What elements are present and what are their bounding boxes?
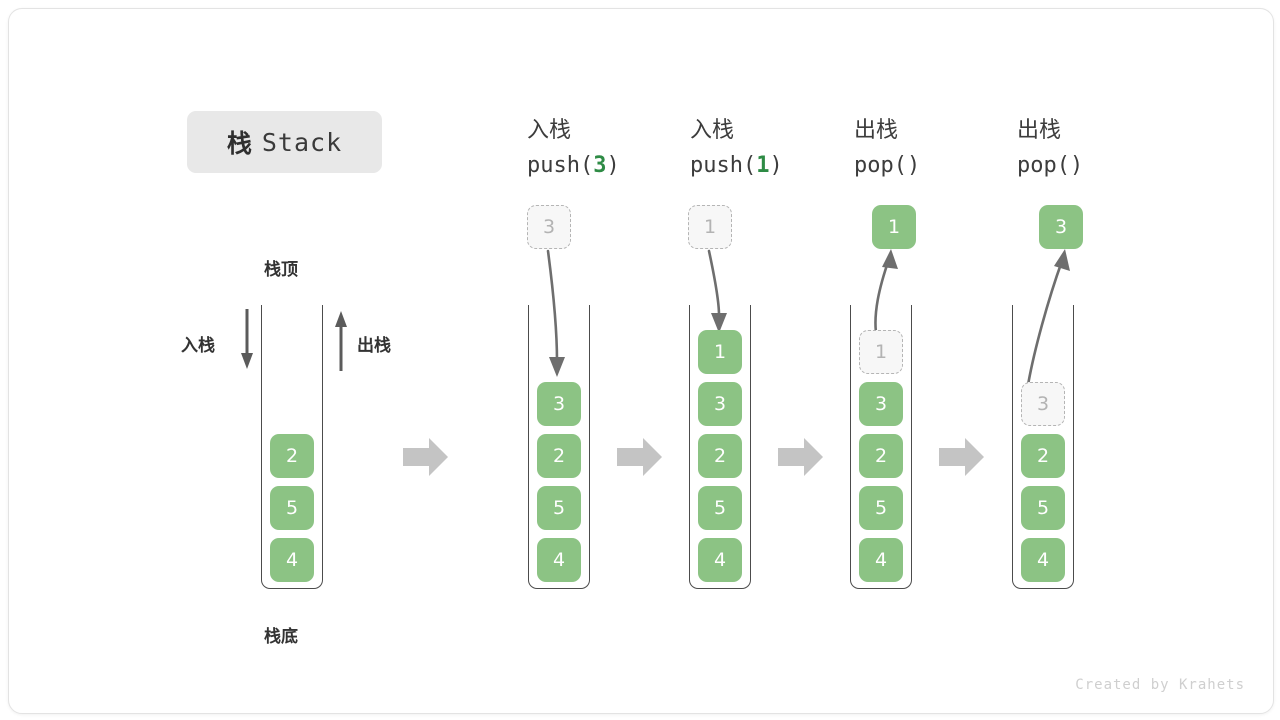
- stack-cell: 3: [537, 382, 581, 426]
- flow-arrow-icon: [939, 436, 985, 478]
- stack-cell: 4: [537, 538, 581, 582]
- operation-label-cjk: 入栈: [527, 118, 572, 143]
- push-curve-arrow-icon: [527, 249, 587, 384]
- stack-cell: 5: [537, 486, 581, 530]
- pop-curve-arrow-icon: [1009, 249, 1079, 394]
- stack-container-initial: [261, 305, 323, 589]
- flow-arrow-icon: [403, 436, 449, 478]
- stack-cell: 2: [859, 434, 903, 478]
- title-cjk: 栈: [226, 129, 252, 158]
- op-code-arg: 3: [593, 153, 607, 178]
- push-side-label: 入栈: [181, 336, 215, 356]
- stack-bottom-label: 栈底: [264, 627, 298, 647]
- title-badge: 栈 Stack: [187, 111, 382, 173]
- pop-direction-arrow-icon: [331, 309, 351, 371]
- stack-cell: 5: [1021, 486, 1065, 530]
- stack-cell: 5: [859, 486, 903, 530]
- operation-label-cjk: 入栈: [690, 118, 735, 143]
- op-code-suffix: ): [1069, 153, 1084, 178]
- operation-label-code: pop(): [854, 150, 920, 182]
- incoming-ghost-cell: 1: [688, 205, 732, 249]
- outgoing-ghost-cell: 1: [859, 330, 903, 374]
- stack-cell: 2: [270, 434, 314, 478]
- title-latin: Stack: [261, 127, 343, 157]
- push-direction-arrow-icon: [237, 309, 257, 371]
- stack-cell: 2: [698, 434, 742, 478]
- stack-cell: 3: [859, 382, 903, 426]
- stack-container-pop-1: [850, 305, 912, 589]
- push-curve-arrow-icon: [688, 249, 748, 344]
- op-code-prefix: push(: [690, 153, 757, 178]
- stack-cell: 3: [698, 382, 742, 426]
- stack-cell: 4: [1021, 538, 1065, 582]
- stack-container-pop-3: [1012, 305, 1074, 589]
- stack-cell: 4: [270, 538, 314, 582]
- op-code-arg: 1: [756, 153, 770, 178]
- operation-label-code: push(3): [527, 150, 620, 182]
- diagram-card: 栈 Stack 栈顶 入栈 出栈 2 5 4 栈底: [8, 8, 1274, 714]
- outgoing-ghost-cell: 3: [1021, 382, 1065, 426]
- operation-label-cjk: 出栈: [1017, 118, 1062, 143]
- stack-cell: 1: [698, 330, 742, 374]
- stack-cell: 5: [270, 486, 314, 530]
- popped-cell: 3: [1039, 205, 1083, 249]
- operation-label-code: push(1): [690, 150, 783, 182]
- op-code-prefix: pop(: [1017, 153, 1070, 178]
- op-code-suffix: ): [906, 153, 921, 178]
- flow-arrow-icon: [778, 436, 824, 478]
- popped-cell: 1: [872, 205, 916, 249]
- pop-side-label: 出栈: [357, 336, 391, 356]
- stack-cell: 5: [698, 486, 742, 530]
- op-code-suffix: ): [769, 153, 783, 178]
- operation-label-code: pop(): [1017, 150, 1083, 182]
- incoming-ghost-cell: 3: [527, 205, 571, 249]
- stack-container-push-1: [689, 305, 751, 589]
- operation-label-cjk: 出栈: [854, 118, 899, 143]
- stack-cell: 4: [698, 538, 742, 582]
- stack-cell: 2: [1021, 434, 1065, 478]
- op-code-prefix: push(: [527, 153, 594, 178]
- op-code-suffix: ): [606, 153, 620, 178]
- flow-arrow-icon: [617, 436, 663, 478]
- stack-top-label: 栈顶: [264, 260, 298, 280]
- op-code-prefix: pop(: [854, 153, 907, 178]
- footer-credit: Created by Krahets: [1075, 677, 1245, 693]
- stack-cell: 2: [537, 434, 581, 478]
- stack-cell: 4: [859, 538, 903, 582]
- stack-container-push-3: [528, 305, 590, 589]
